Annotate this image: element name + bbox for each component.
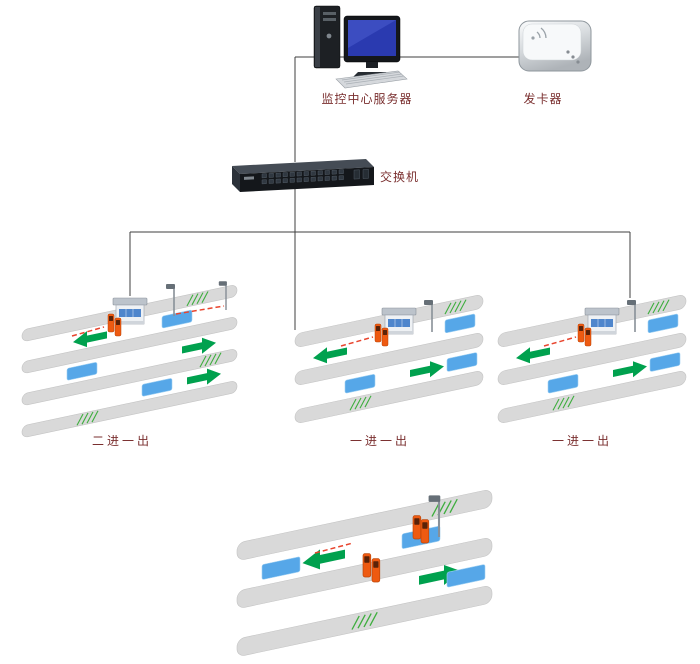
road [497, 333, 687, 385]
barrier-machine [584, 327, 592, 347]
lane-group-2-label: 一进一出 [349, 434, 410, 448]
road [21, 381, 238, 438]
induction-coil [66, 362, 98, 381]
induction-coil [647, 313, 679, 334]
barrier-arm [340, 336, 374, 347]
road [21, 317, 238, 374]
card-issuer-label: 发卡器 [523, 92, 563, 106]
road [236, 586, 493, 656]
monitor-icon [343, 15, 401, 77]
barrier-arm [71, 326, 105, 337]
road [497, 371, 687, 423]
lane-group-2 [285, 292, 495, 427]
lane-group-1 [12, 280, 262, 440]
lane-group-4 [225, 485, 510, 660]
ethernet-ports [244, 169, 369, 185]
road [294, 333, 484, 385]
barrier-machine [577, 323, 585, 343]
lane-group-3-label: 一进一出 [551, 434, 612, 448]
induction-coil [344, 374, 376, 394]
tower-icon [313, 5, 341, 69]
barrier-machine [381, 327, 389, 347]
barrier-arm [543, 336, 577, 347]
barrier-machine [362, 552, 372, 578]
switch-side-face [232, 166, 240, 192]
road [21, 349, 238, 406]
server-label: 监控中心服务器 [321, 92, 413, 106]
card-issuer-top-surface [522, 23, 582, 61]
switch-top-face [232, 159, 374, 174]
barrier-machine [107, 313, 115, 333]
keyboard-icon [335, 70, 408, 89]
induction-coil [444, 313, 476, 334]
induction-coil [649, 352, 681, 372]
direction-arrow-right [410, 358, 444, 382]
lane-diagram-one-in-one-out [497, 295, 687, 423]
induction-coil [161, 309, 193, 329]
induction-coil [261, 556, 301, 580]
barrier-machine [371, 557, 381, 583]
road [294, 371, 484, 423]
lane-diagram-one-in-one-out [294, 295, 484, 423]
induction-coil [141, 378, 173, 397]
barrier-machine [114, 317, 122, 337]
road [236, 490, 493, 560]
induction-coil [446, 564, 486, 588]
induction-coil [446, 352, 478, 372]
lane-diagram-two-in-one-out [21, 280, 238, 438]
lane-group-3 [488, 292, 698, 427]
barrier-arm [175, 305, 225, 315]
barrier-arm [314, 542, 354, 554]
induction-coil [547, 374, 579, 394]
lane-diagram-one-in-one-out-large [236, 490, 493, 656]
switch-illustration [232, 159, 374, 192]
barrier-machine [374, 323, 382, 343]
card-issuer-illustration [518, 20, 592, 72]
barrier-machine [420, 518, 430, 544]
direction-arrow-right [613, 358, 647, 382]
switch-label: 交换机 [380, 170, 420, 184]
indicator-dots [566, 50, 580, 64]
rfid-wave-icon [531, 27, 547, 40]
barrier-machine [412, 514, 422, 540]
server-illustration [313, 5, 408, 89]
lane-group-1-label: 二进一出 [91, 434, 152, 448]
direction-arrow-left [302, 544, 345, 574]
